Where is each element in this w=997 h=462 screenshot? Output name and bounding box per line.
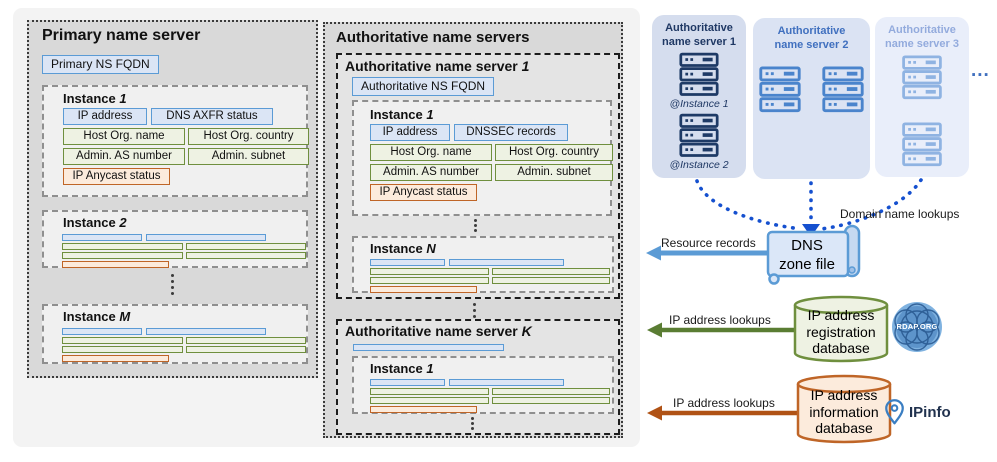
field-host-org-country: Host Org. country	[495, 144, 613, 161]
field-bar	[62, 337, 183, 344]
primary-name-server-box: Primary name server Primary NS FQDN Inst…	[27, 20, 318, 378]
field-bar	[370, 259, 445, 266]
field-bar	[370, 406, 477, 413]
primary-instance-M-panel: Instance M	[42, 304, 308, 364]
field-bar	[186, 337, 306, 344]
more-servers-ellipsis: ...	[971, 60, 990, 81]
ellipsis-dots	[171, 274, 174, 295]
lookup-connector-1	[695, 179, 803, 231]
field-bar	[449, 379, 564, 386]
instance-title: Instance 1	[370, 361, 434, 376]
server-stack-icon	[822, 66, 864, 113]
instance-1-label: @Instance 1	[669, 98, 729, 110]
field-bar	[449, 259, 564, 266]
field-bar	[62, 346, 183, 353]
ansK-instance-1-panel: Instance 1	[352, 356, 614, 414]
field-host-org-name: Host Org. name	[63, 128, 185, 145]
ellipsis-dots	[474, 219, 477, 232]
field-bar	[186, 252, 306, 259]
authoritative-box-title: Authoritative name servers	[336, 29, 530, 46]
server-stack-icon	[902, 122, 942, 167]
field-bar	[370, 286, 477, 293]
authoritative-server-1-title: Authoritative name server 1	[345, 58, 530, 74]
field-bar	[62, 234, 142, 241]
ipinfo-logo: IPinfo	[884, 399, 951, 425]
resource-records-label: Resource records	[661, 236, 756, 250]
primary-fqdn-chip: Primary NS FQDN	[42, 55, 159, 74]
ellipsis-dots	[471, 417, 474, 430]
field-bar	[370, 277, 489, 284]
field-bar	[370, 388, 489, 395]
field-ip-anycast-status: IP Anycast status	[370, 184, 477, 201]
ans1-instance-N-panel: Instance N	[352, 236, 614, 293]
field-bar	[146, 234, 266, 241]
instance-title: Instance N	[370, 241, 436, 256]
field-bar	[186, 243, 306, 250]
ip-address-lookups-label-rdap: IP address lookups	[669, 313, 771, 327]
field-ip-anycast-status: IP Anycast status	[63, 168, 170, 185]
instance-title: Instance 1	[63, 91, 127, 106]
domain-name-lookups-label: Domain name lookups	[840, 207, 960, 221]
field-dnssec-records: DNSSEC records	[454, 124, 568, 141]
field-bar	[186, 346, 306, 353]
field-admin-as-number: Admin. AS number	[63, 148, 185, 165]
instance-2-label: @Instance 2	[669, 159, 729, 171]
field-bar	[370, 379, 445, 386]
server-stack-icon	[679, 52, 719, 96]
field-admin-subnet: Admin. subnet	[495, 164, 613, 181]
field-admin-as-number: Admin. AS number	[370, 164, 492, 181]
authoritative-server-1-box: Authoritative name server 1 Authoritativ…	[336, 53, 620, 299]
field-bar	[146, 328, 266, 335]
authoritative-fqdn-chip: Authoritative NS FQDN	[352, 77, 495, 96]
instance-title: Instance 1	[370, 107, 434, 122]
field-bar	[62, 243, 183, 250]
server-stack-icon	[902, 55, 942, 100]
field-bar	[62, 328, 142, 335]
rdap-org-logo: RDAP.ORG	[891, 301, 943, 353]
field-host-org-country: Host Org. country	[188, 128, 309, 145]
field-bar	[492, 268, 610, 275]
primary-box-title: Primary name server	[42, 27, 201, 44]
server-stack-icon	[679, 113, 719, 157]
field-bar	[62, 252, 183, 259]
authoritative-name-servers-box: Authoritative name servers Authoritative…	[323, 22, 623, 438]
fqdn-bar	[353, 344, 504, 351]
rdap-logo-icon	[892, 302, 942, 352]
field-bar	[492, 277, 610, 284]
primary-instance-1-panel: Instance 1 IP address DNS AXFR status Ho…	[42, 85, 309, 197]
instance-title: Instance 2	[63, 215, 127, 230]
ip-address-lookups-label-ipinfo: IP address lookups	[673, 396, 775, 410]
field-ip-address: IP address	[63, 108, 147, 125]
primary-instance-2-panel: Instance 2	[42, 210, 308, 268]
field-bar	[62, 355, 169, 362]
field-dns-axfr-status: DNS AXFR status	[151, 108, 273, 125]
field-bar	[370, 268, 489, 275]
field-bar	[62, 261, 169, 268]
field-bar	[370, 397, 489, 404]
field-admin-subnet: Admin. subnet	[188, 148, 309, 165]
server-stack-icon	[759, 66, 801, 113]
lookup-connector-3	[819, 178, 923, 231]
ipinfo-pin-icon	[885, 399, 904, 425]
authoritative-server-K-title: Authoritative name server K	[345, 323, 532, 339]
authoritative-server-K-box: Authoritative name server K Instance 1	[336, 319, 620, 435]
field-bar	[492, 397, 610, 404]
ans1-instance-1-panel: Instance 1 IP address DNSSEC records Hos…	[352, 100, 613, 216]
field-bar	[492, 388, 610, 395]
instance-title: Instance M	[63, 309, 131, 324]
field-ip-address: IP address	[370, 124, 450, 141]
field-host-org-name: Host Org. name	[370, 144, 492, 161]
